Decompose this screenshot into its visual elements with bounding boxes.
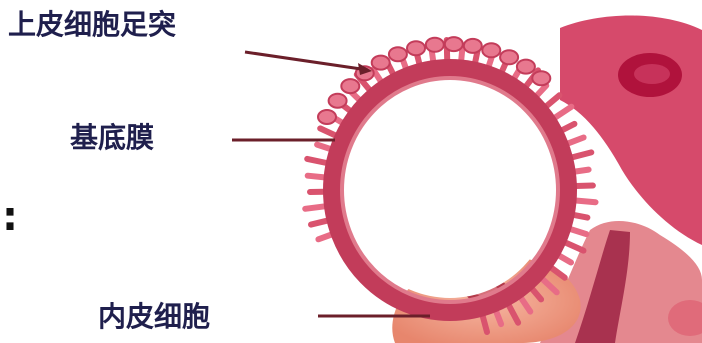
foot-process-bulb bbox=[389, 47, 407, 61]
foot-process-bulb bbox=[517, 60, 535, 74]
foot-process bbox=[570, 229, 586, 234]
foot-process bbox=[317, 145, 330, 149]
foot-process bbox=[568, 138, 584, 144]
foot-process bbox=[308, 176, 325, 178]
foot-process-bulb bbox=[532, 71, 550, 85]
foot-process bbox=[574, 215, 588, 218]
foot-process-bulb bbox=[500, 50, 518, 64]
foot-process-bulb bbox=[318, 110, 336, 124]
foot-process bbox=[565, 243, 583, 251]
foot-process bbox=[307, 159, 327, 163]
foot-process bbox=[559, 256, 571, 263]
foot-process bbox=[320, 128, 335, 135]
arrow-podocyte-foot bbox=[245, 52, 368, 70]
foot-process bbox=[483, 316, 487, 332]
foot-process bbox=[305, 206, 325, 209]
foot-process-bulb bbox=[426, 38, 444, 52]
label-basement-membrane: 基底膜 bbox=[70, 121, 154, 154]
foot-process bbox=[572, 152, 591, 157]
foot-process bbox=[537, 86, 547, 96]
foot-process-bulb bbox=[445, 37, 463, 51]
foot-process-bulb bbox=[372, 56, 390, 70]
foot-process-bulb bbox=[341, 79, 359, 93]
foot-process bbox=[546, 95, 559, 106]
foot-process-bulb bbox=[329, 94, 347, 108]
foot-process bbox=[576, 201, 596, 203]
foot-process bbox=[311, 221, 328, 225]
foot-process-bulb bbox=[482, 43, 500, 57]
label-podocyte-foot: 上皮细胞足突 bbox=[8, 8, 176, 41]
capillary-lumen bbox=[346, 82, 554, 298]
label-endothelial-cell: 内皮细胞 bbox=[98, 300, 210, 333]
foot-process bbox=[562, 124, 575, 130]
foot-process bbox=[575, 170, 589, 172]
foot-process-bulb bbox=[464, 39, 482, 53]
foot-process-bulb bbox=[407, 41, 425, 55]
podocyte-nucleus-inner bbox=[634, 64, 670, 84]
podocyte-cell-body bbox=[560, 16, 702, 246]
side-mark: : bbox=[2, 194, 18, 240]
foot-process bbox=[318, 235, 331, 240]
foot-process bbox=[555, 107, 572, 118]
foot-process bbox=[576, 186, 593, 187]
